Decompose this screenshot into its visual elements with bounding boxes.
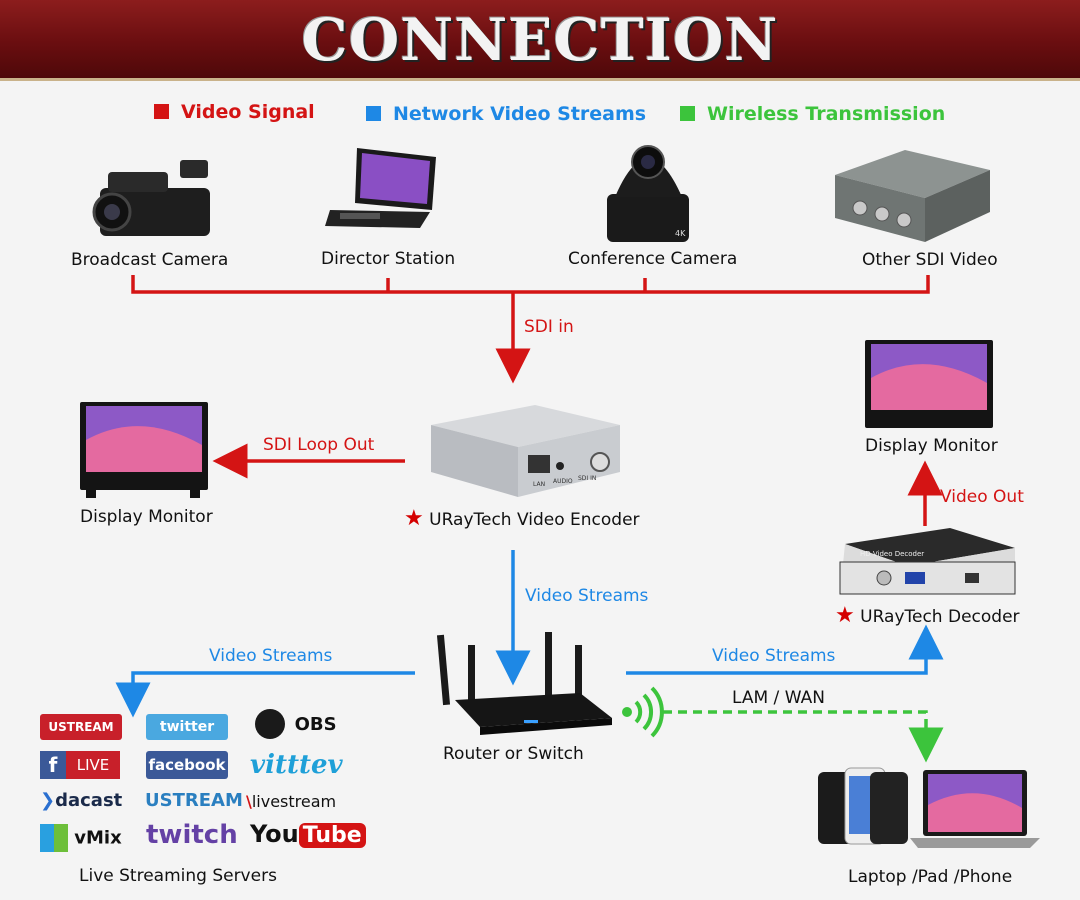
sdi-in-label: SDI in <box>524 317 574 337</box>
sdi-bus-line <box>131 275 930 294</box>
left-monitor-label: Display Monitor <box>80 507 213 527</box>
obs-icon <box>255 709 285 739</box>
devices-icon <box>818 767 1040 848</box>
dacast-icon: ❯ <box>40 790 56 811</box>
encoder-port-audio: AUDIO <box>553 478 573 485</box>
legend-swatch-blue <box>366 106 381 121</box>
decoder-label-text: URayTech Decoder <box>860 607 1020 627</box>
router-label: Router or Switch <box>443 744 584 764</box>
director-station-icon <box>325 148 436 228</box>
star-icon: ★ <box>835 603 855 628</box>
livestream-logo: \livestream <box>246 792 336 811</box>
video-out-label: Video Out <box>940 487 1024 507</box>
dacast-text: dacast <box>55 790 123 811</box>
twitch-logo: twitch <box>146 820 238 850</box>
live-badge: LIVE <box>66 751 120 779</box>
encoder-port-lan: LAN <box>533 481 545 488</box>
legend-network-streams: Network Video Streams <box>366 103 646 125</box>
router-to-servers-arrow <box>115 671 415 718</box>
right-monitor-label: Display Monitor <box>865 436 998 456</box>
sdi-loop-out-label: SDI Loop Out <box>263 435 375 455</box>
youtube-you: You <box>250 820 299 848</box>
encoder-device-icon <box>431 405 620 497</box>
ustream-text-logo: USTREAM <box>145 790 243 811</box>
router-to-decoder-arrow <box>626 624 944 675</box>
encoder-label-text: URayTech Video Encoder <box>429 510 640 530</box>
dacast-logo: ❯dacast <box>40 790 122 811</box>
director-station-label: Director Station <box>321 249 456 269</box>
left-monitor-icon <box>80 402 208 498</box>
other-sdi-label: Other SDI Video <box>862 250 998 270</box>
decoder-label: ★ URayTech Decoder <box>835 603 1020 628</box>
conference-camera-icon <box>607 145 689 242</box>
sdi-box-icon <box>835 150 990 242</box>
streaming-servers-label: Live Streaming Servers <box>79 866 277 886</box>
router-icon <box>436 632 612 735</box>
broadcast-camera-label: Broadcast Camera <box>71 250 229 270</box>
encoder-port-sdi: SDI IN <box>578 475 596 482</box>
decoder-device-icon <box>839 528 1016 595</box>
twitter-logo: twitter <box>146 714 228 740</box>
vmix-text: vMix <box>74 827 122 849</box>
video-streams-right-label: Video Streams <box>712 646 836 666</box>
legend-swatch-green <box>680 106 695 121</box>
ustream-logo: USTREAM <box>40 714 122 740</box>
right-monitor-icon <box>865 340 993 428</box>
facebook-f-icon: f <box>40 751 66 779</box>
livestream-text: livestream <box>251 792 337 811</box>
conference-camera-label: Conference Camera <box>568 249 738 269</box>
obs-logo: OBS <box>255 709 345 741</box>
youtube-tube: Tube <box>298 823 366 848</box>
devices-label: Laptop /Pad /Phone <box>848 867 1013 887</box>
star-icon: ★ <box>404 506 424 531</box>
vmix-icon <box>40 824 68 852</box>
facebook-logo: facebook <box>146 751 228 779</box>
video-streams-left-label: Video Streams <box>209 646 333 666</box>
page-title: CONNECTION <box>301 6 779 74</box>
legend-video-signal: Video Signal <box>154 101 315 123</box>
vittteo-logo: vitttev <box>250 750 343 780</box>
livestream-icon: \ <box>246 792 252 811</box>
wireless-arrow <box>663 710 944 763</box>
camera-badge: 4K <box>675 229 686 238</box>
vmix-logo: vMix <box>40 824 122 852</box>
legend-label: Video Signal <box>181 101 315 123</box>
legend-swatch-red <box>154 104 169 119</box>
title-banner: CONNECTION <box>0 0 1080 81</box>
legend-wireless: Wireless Transmission <box>680 103 945 125</box>
broadcast-camera-icon <box>92 160 210 236</box>
wifi-icon <box>622 686 664 738</box>
video-streams-down-label: Video Streams <box>525 586 649 606</box>
legend-label: Network Video Streams <box>393 103 647 125</box>
legend-label: Wireless Transmission <box>707 103 946 125</box>
encoder-label: ★ URayTech Video Encoder <box>404 506 640 531</box>
decoder-brand: HD Video Decoder <box>860 550 924 558</box>
obs-text: OBS <box>294 713 337 735</box>
lam-wan-label: LAM / WAN <box>732 688 825 708</box>
